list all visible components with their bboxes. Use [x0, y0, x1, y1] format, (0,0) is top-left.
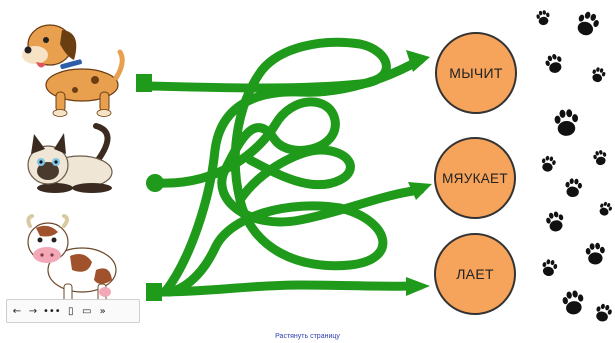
slide-toolbar: ← → ••• ▯ ▭ » [6, 299, 140, 323]
screen-icon[interactable]: ▭ [81, 305, 92, 317]
maze-start-square-cow [146, 283, 162, 301]
maze-arrow-mid [408, 182, 432, 200]
next-slide-button[interactable]: → [28, 305, 38, 317]
expand-toolbar-button[interactable]: » [99, 305, 106, 317]
maze-lines [145, 37, 425, 297]
answer-label-barks: ЛАЕТ [456, 266, 494, 282]
dog-icon [22, 24, 125, 117]
answer-label-moos: МЫЧИТ [449, 65, 503, 81]
maze-path-cross [235, 145, 355, 205]
more-options-button[interactable]: ••• [43, 305, 61, 317]
maze-arrow-top [406, 50, 430, 72]
paw-print-icon [535, 9, 614, 324]
maze-arrow-bottom [406, 277, 430, 296]
maze-path-bottom [155, 280, 415, 297]
answer-circle-meows: МЯУКАЕТ [434, 137, 516, 219]
expand-page-link[interactable]: Растянуть страницу [275, 333, 340, 340]
maze-start-square-dog [136, 74, 152, 92]
answer-label-meows: МЯУКАЕТ [442, 170, 508, 186]
cat-icon [27, 123, 113, 193]
answer-circle-barks: ЛАЕТ [434, 233, 516, 315]
answer-circle-moos: МЫЧИТ [435, 32, 517, 114]
maze-path-loop [160, 55, 425, 297]
prev-slide-button[interactable]: ← [12, 305, 22, 317]
notes-icon[interactable]: ▯ [67, 305, 74, 317]
maze-start-circle-cat [146, 174, 164, 192]
maze-path-mid [152, 97, 425, 227]
cow-icon [26, 214, 117, 307]
